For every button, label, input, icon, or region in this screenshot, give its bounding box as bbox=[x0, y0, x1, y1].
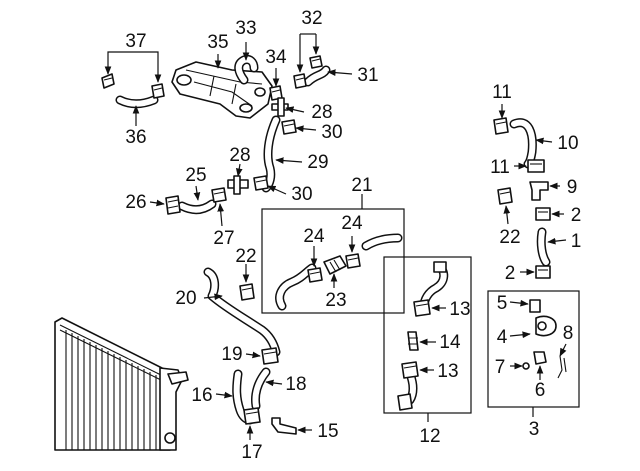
callout-21: 21 bbox=[351, 175, 372, 196]
fitting-9 bbox=[529, 181, 549, 201]
callout-9: 9 bbox=[567, 177, 578, 198]
callout-32: 32 bbox=[301, 8, 322, 29]
clamp-30b bbox=[253, 175, 269, 191]
callout-2-top: 2 bbox=[571, 205, 582, 226]
clamp-32a bbox=[293, 73, 307, 89]
clamp-13a bbox=[413, 299, 431, 317]
callout-17: 17 bbox=[241, 442, 262, 463]
callout-7: 7 bbox=[495, 357, 506, 378]
callout-1: 1 bbox=[571, 231, 582, 252]
hose-21-upper bbox=[361, 233, 403, 251]
callout-31: 31 bbox=[357, 65, 378, 86]
callout-37: 37 bbox=[125, 31, 146, 52]
callout-36: 36 bbox=[125, 127, 146, 148]
callout-2-bottom: 2 bbox=[505, 263, 516, 284]
clamp-19 bbox=[261, 347, 279, 365]
callout-13-bottom: 13 bbox=[437, 361, 458, 382]
hose-18 bbox=[251, 367, 271, 411]
coolant-pipe-bracket bbox=[171, 61, 273, 119]
callout-28-top: 28 bbox=[311, 102, 332, 123]
callout-16: 16 bbox=[191, 385, 212, 406]
callout-8: 8 bbox=[563, 323, 574, 344]
callout-4: 4 bbox=[497, 327, 508, 348]
callout-20: 20 bbox=[175, 288, 196, 309]
callout-30-mid: 30 bbox=[291, 184, 312, 205]
clamp-2b bbox=[535, 265, 551, 279]
leader-lines bbox=[104, 33, 567, 440]
callout-11-mid: 11 bbox=[490, 157, 510, 178]
callout-3: 3 bbox=[529, 419, 540, 440]
clamp-27 bbox=[211, 187, 227, 203]
callout-6: 6 bbox=[535, 380, 546, 401]
group-box-21 bbox=[261, 208, 405, 314]
hose-21-lower bbox=[275, 263, 317, 311]
kit-3-items bbox=[522, 299, 567, 379]
clamp-13b bbox=[401, 361, 419, 379]
clamp-12-top bbox=[433, 261, 447, 273]
callout-18: 18 bbox=[285, 374, 306, 395]
hose-25 bbox=[177, 199, 217, 215]
clamp-26 bbox=[165, 195, 181, 215]
callout-labels: 37 36 35 33 34 32 31 28 30 29 28 30 25 2… bbox=[125, 8, 581, 463]
clamp-17 bbox=[243, 407, 261, 425]
fitting-28-top bbox=[271, 97, 289, 117]
connector-23 bbox=[323, 255, 347, 275]
hose-36 bbox=[115, 95, 159, 109]
clamp-32b bbox=[309, 55, 323, 69]
clamp-2a bbox=[535, 207, 551, 221]
callout-22-right: 22 bbox=[499, 227, 520, 248]
hose-20 bbox=[203, 267, 281, 357]
callout-33: 33 bbox=[235, 18, 256, 39]
clamp-37a bbox=[101, 73, 115, 89]
radiator bbox=[54, 317, 189, 451]
hose-1 bbox=[536, 227, 551, 267]
clamp-24a bbox=[307, 267, 323, 283]
callout-29: 29 bbox=[307, 152, 328, 173]
callout-19: 19 bbox=[221, 344, 242, 365]
hose-10 bbox=[509, 118, 537, 169]
fitting-28-mid bbox=[227, 175, 249, 195]
callout-35: 35 bbox=[207, 32, 228, 53]
clamp-22b bbox=[497, 187, 513, 205]
callout-24-left: 24 bbox=[303, 226, 325, 247]
callout-10: 10 bbox=[557, 133, 578, 154]
callout-24-right: 24 bbox=[341, 213, 363, 234]
callout-25: 25 bbox=[185, 165, 206, 186]
callout-15: 15 bbox=[317, 421, 338, 442]
clamp-11a bbox=[493, 117, 509, 135]
callout-23: 23 bbox=[325, 290, 346, 311]
pipe-15 bbox=[271, 417, 297, 435]
clamp-12-bottom bbox=[397, 393, 413, 411]
clamp-11b bbox=[527, 159, 545, 173]
callout-26: 26 bbox=[125, 192, 146, 213]
connector-14 bbox=[407, 331, 419, 351]
callout-27: 27 bbox=[213, 228, 234, 249]
clamp-24b bbox=[345, 253, 361, 269]
clamp-30a bbox=[281, 119, 297, 135]
callout-14: 14 bbox=[439, 332, 461, 353]
radiator-fins bbox=[65, 330, 157, 450]
callout-12: 12 bbox=[419, 426, 440, 447]
clamp-22a bbox=[239, 283, 255, 301]
hose-29 bbox=[261, 115, 281, 193]
callout-13-top: 13 bbox=[449, 299, 470, 320]
hose-31 bbox=[303, 65, 331, 87]
callout-5: 5 bbox=[497, 293, 508, 314]
callout-28-mid: 28 bbox=[229, 145, 250, 166]
callout-11-top: 11 bbox=[492, 82, 512, 103]
callout-22-left: 22 bbox=[235, 246, 256, 267]
callout-30-top: 30 bbox=[321, 122, 342, 143]
callout-34: 34 bbox=[265, 47, 287, 68]
clamp-37b bbox=[151, 83, 165, 99]
